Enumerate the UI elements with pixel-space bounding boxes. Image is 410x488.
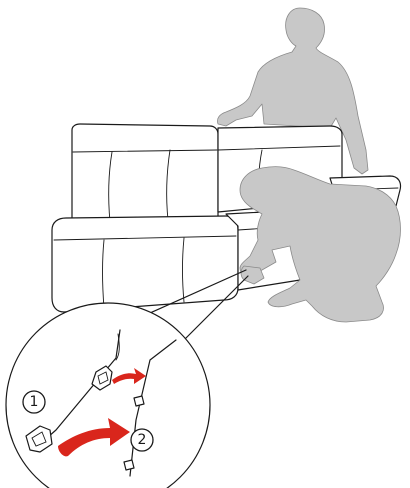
receiver-clip-upper-icon (134, 396, 144, 406)
step-marker-2: 2 (131, 429, 153, 451)
step-number-1: 1 (30, 394, 39, 410)
detail-zoom-circle: 1 2 (6, 303, 210, 488)
step-number-2: 2 (138, 432, 147, 448)
receiver-clip-lower-icon (124, 460, 134, 470)
step-marker-1: 1 (23, 391, 45, 413)
crouching-person (240, 167, 401, 322)
